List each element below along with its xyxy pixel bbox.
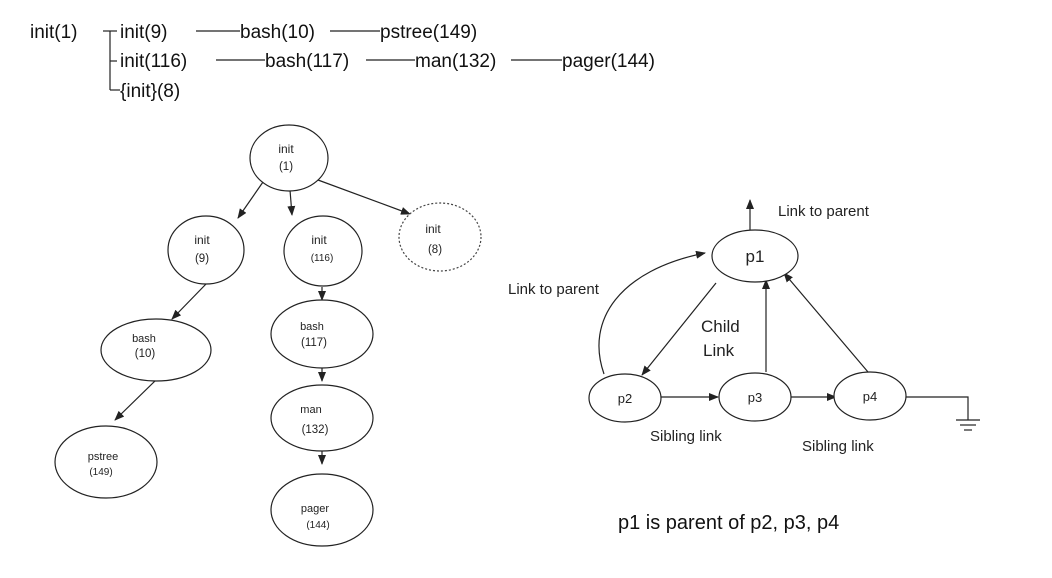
diagram-caption: p1 is parent of p2, p3, p4 [618,512,839,534]
child-link-label: Child [701,317,740,336]
svg-text:p1: p1 [746,247,765,266]
pstree-row1-item: pstree(149) [380,22,477,43]
pstree-row2-item: man(132) [415,51,496,72]
svg-text:init: init [194,233,210,247]
tree-edge [171,282,208,320]
tree-node-man-132: man (132) [270,384,374,452]
svg-text:p3: p3 [748,390,762,405]
svg-text:man: man [300,404,321,416]
svg-text:(132): (132) [302,424,329,436]
child-link-arrow [641,282,717,376]
svg-text:init: init [425,222,441,236]
tree-node-init-116: init (116) [283,215,363,287]
svg-text:pstree: pstree [88,451,119,463]
node-p2: p2 [588,373,662,423]
tree-node-bash-10: bash (10) [100,318,212,382]
svg-text:(9): (9) [195,253,209,265]
pstree-row2-item: init(116) [120,51,187,72]
svg-text:(116): (116) [311,253,334,264]
svg-text:pager: pager [301,503,329,515]
pstree-row3-item: {init}(8) [120,81,180,102]
pstree-output: init(1) init(9) bash(10) pstree(149) ini… [30,22,655,102]
svg-text:(117): (117) [301,337,327,349]
link-to-parent-label: Link to parent [508,281,600,298]
svg-text:bash: bash [300,321,324,333]
tree-node-pager-144: pager (144) [270,473,374,547]
svg-text:(10): (10) [135,348,156,360]
sibling-link-label: Sibling link [802,438,874,455]
tree-edge [317,179,411,215]
svg-text:bash: bash [132,333,156,345]
pstree-row2-item: pager(144) [562,51,655,72]
node-p3: p3 [718,372,792,422]
link-diagram: p1 p2 p3 p4 Link to parent Link to paren… [508,199,980,534]
tree-edge [114,380,156,421]
tree-edge [287,189,296,216]
tree-node-bash-117: bash (117) [270,299,374,369]
node-p4: p4 [833,371,907,421]
tree-node-pstree-149: pstree (149) [54,425,158,499]
pstree-row1-item: bash(10) [240,22,315,43]
p4-parent-link [783,272,869,373]
sibling-link-label: Sibling link [650,428,722,445]
p2-parent-link [598,250,706,375]
svg-text:init: init [278,142,294,156]
child-link-label: Link [703,341,735,360]
svg-text:(149): (149) [89,467,112,478]
ground-icon [905,396,980,431]
process-tree: init (1) init (9) init (116) init (8) ba… [54,124,482,547]
tree-node-init-9: init (9) [167,215,245,285]
pstree-row1-item: init(9) [120,22,168,43]
pstree-root: init(1) [30,22,78,43]
svg-text:(144): (144) [306,520,329,531]
tree-node-init-1: init (1) [249,124,329,192]
node-p1: p1 [711,229,799,283]
link-to-parent-label: Link to parent [778,203,870,220]
svg-text:(1): (1) [279,161,293,173]
svg-text:p2: p2 [618,391,632,406]
svg-text:p4: p4 [863,389,877,404]
tree-edge [237,181,264,219]
tree-node-init-8: init (8) [398,202,482,272]
pstree-row2-item: bash(117) [265,51,349,72]
svg-text:init: init [311,233,327,247]
svg-text:(8): (8) [428,244,442,256]
